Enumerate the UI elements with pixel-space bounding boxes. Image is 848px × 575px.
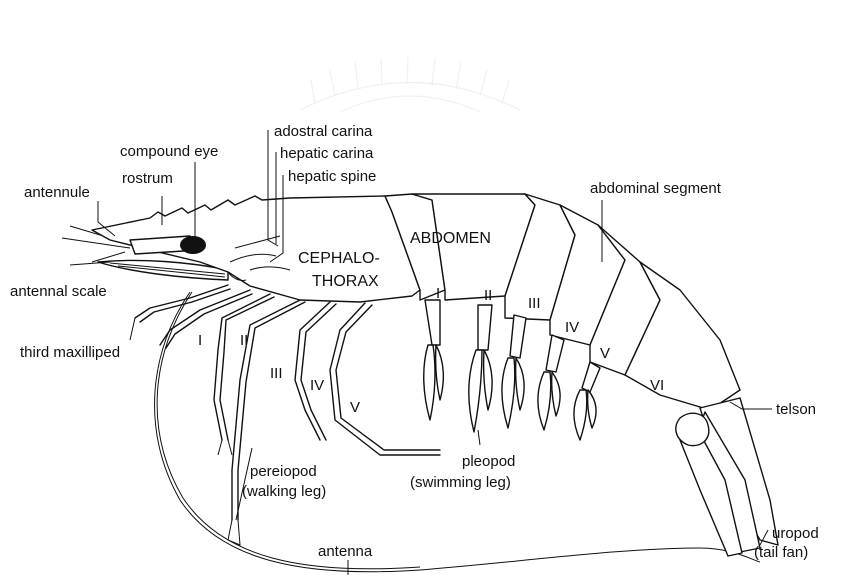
label-cephalothorax-line1: CEPHALO- [298,250,380,267]
abdominal-numeral-6: VI [650,377,664,394]
pereiopod-numeral-4: IV [310,377,324,394]
label-antenna: antenna [318,543,373,560]
label-adostral-carina: adostral carina [274,123,373,140]
label-rostrum: rostrum [122,170,173,187]
pereiopod-numeral-3: III [270,365,283,382]
label-pleopod-line1: pleopod [462,453,515,470]
label-pleopod-line2: (swimming leg) [410,474,511,491]
label-uropod-line1: uropod [772,525,819,542]
abdominal-numeral-4: IV [565,319,579,336]
label-uropod-line2: (tail fan) [754,544,808,561]
abdominal-numeral-2: II [484,287,492,304]
label-abdomen: ABDOMEN [410,230,491,247]
watermark-emblem [300,56,520,112]
label-pereiopod-line1: pereiopod [250,463,317,480]
abdominal-numeral-3: III [528,295,541,312]
label-pereiopod-line2: (walking leg) [242,483,326,500]
pereiopod-numeral-2: II [240,332,248,349]
label-cephalothorax-line2: THORAX [312,273,379,290]
label-antennal-scale: antennal scale [10,283,107,300]
pereiopod-numeral-5: V [350,399,360,416]
compound-eye-shape [180,236,206,254]
pereiopods [160,290,440,545]
label-hepatic-carina: hepatic carina [280,145,374,162]
label-abdominal-segment: abdominal segment [590,180,722,197]
pereiopod-numeral-1: I [198,332,202,349]
abdominal-numeral-5: V [600,345,610,362]
label-compound-eye: compound eye [120,143,218,160]
label-telson: telson [776,401,816,418]
label-third-maxilliped: third maxilliped [20,344,120,361]
label-antennule: antennule [24,184,90,201]
label-hepatic-spine: hepatic spine [288,168,376,185]
abdominal-numeral-1: I [436,285,440,302]
